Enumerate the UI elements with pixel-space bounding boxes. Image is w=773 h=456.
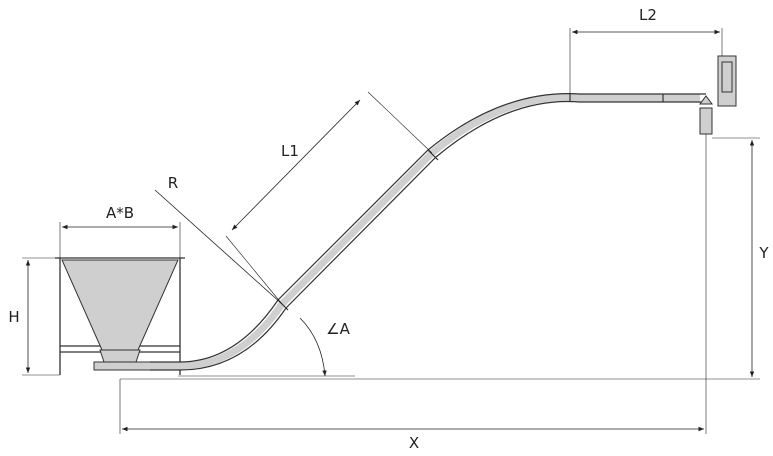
dim-x: X xyxy=(119,134,707,452)
label-angle: ∠A xyxy=(326,320,350,338)
label-l2: L2 xyxy=(639,6,657,24)
dim-r: R xyxy=(154,174,283,305)
label-h: H xyxy=(8,308,19,326)
label-r: R xyxy=(168,174,178,192)
conveyor-tube xyxy=(150,93,706,371)
label-y: Y xyxy=(758,244,769,262)
dim-l2: L2 xyxy=(569,6,723,94)
label-ab: A*B xyxy=(106,204,134,222)
dim-ab: A*B xyxy=(59,204,181,258)
angle-a: ∠A xyxy=(299,317,351,377)
label-x: X xyxy=(409,434,419,452)
hopper xyxy=(55,257,185,375)
label-l1: L1 xyxy=(281,142,299,160)
dim-y: Y xyxy=(712,137,769,377)
dim-h: H xyxy=(8,257,60,376)
drive-motor xyxy=(699,55,737,135)
dim-l1: L1 xyxy=(225,91,433,305)
